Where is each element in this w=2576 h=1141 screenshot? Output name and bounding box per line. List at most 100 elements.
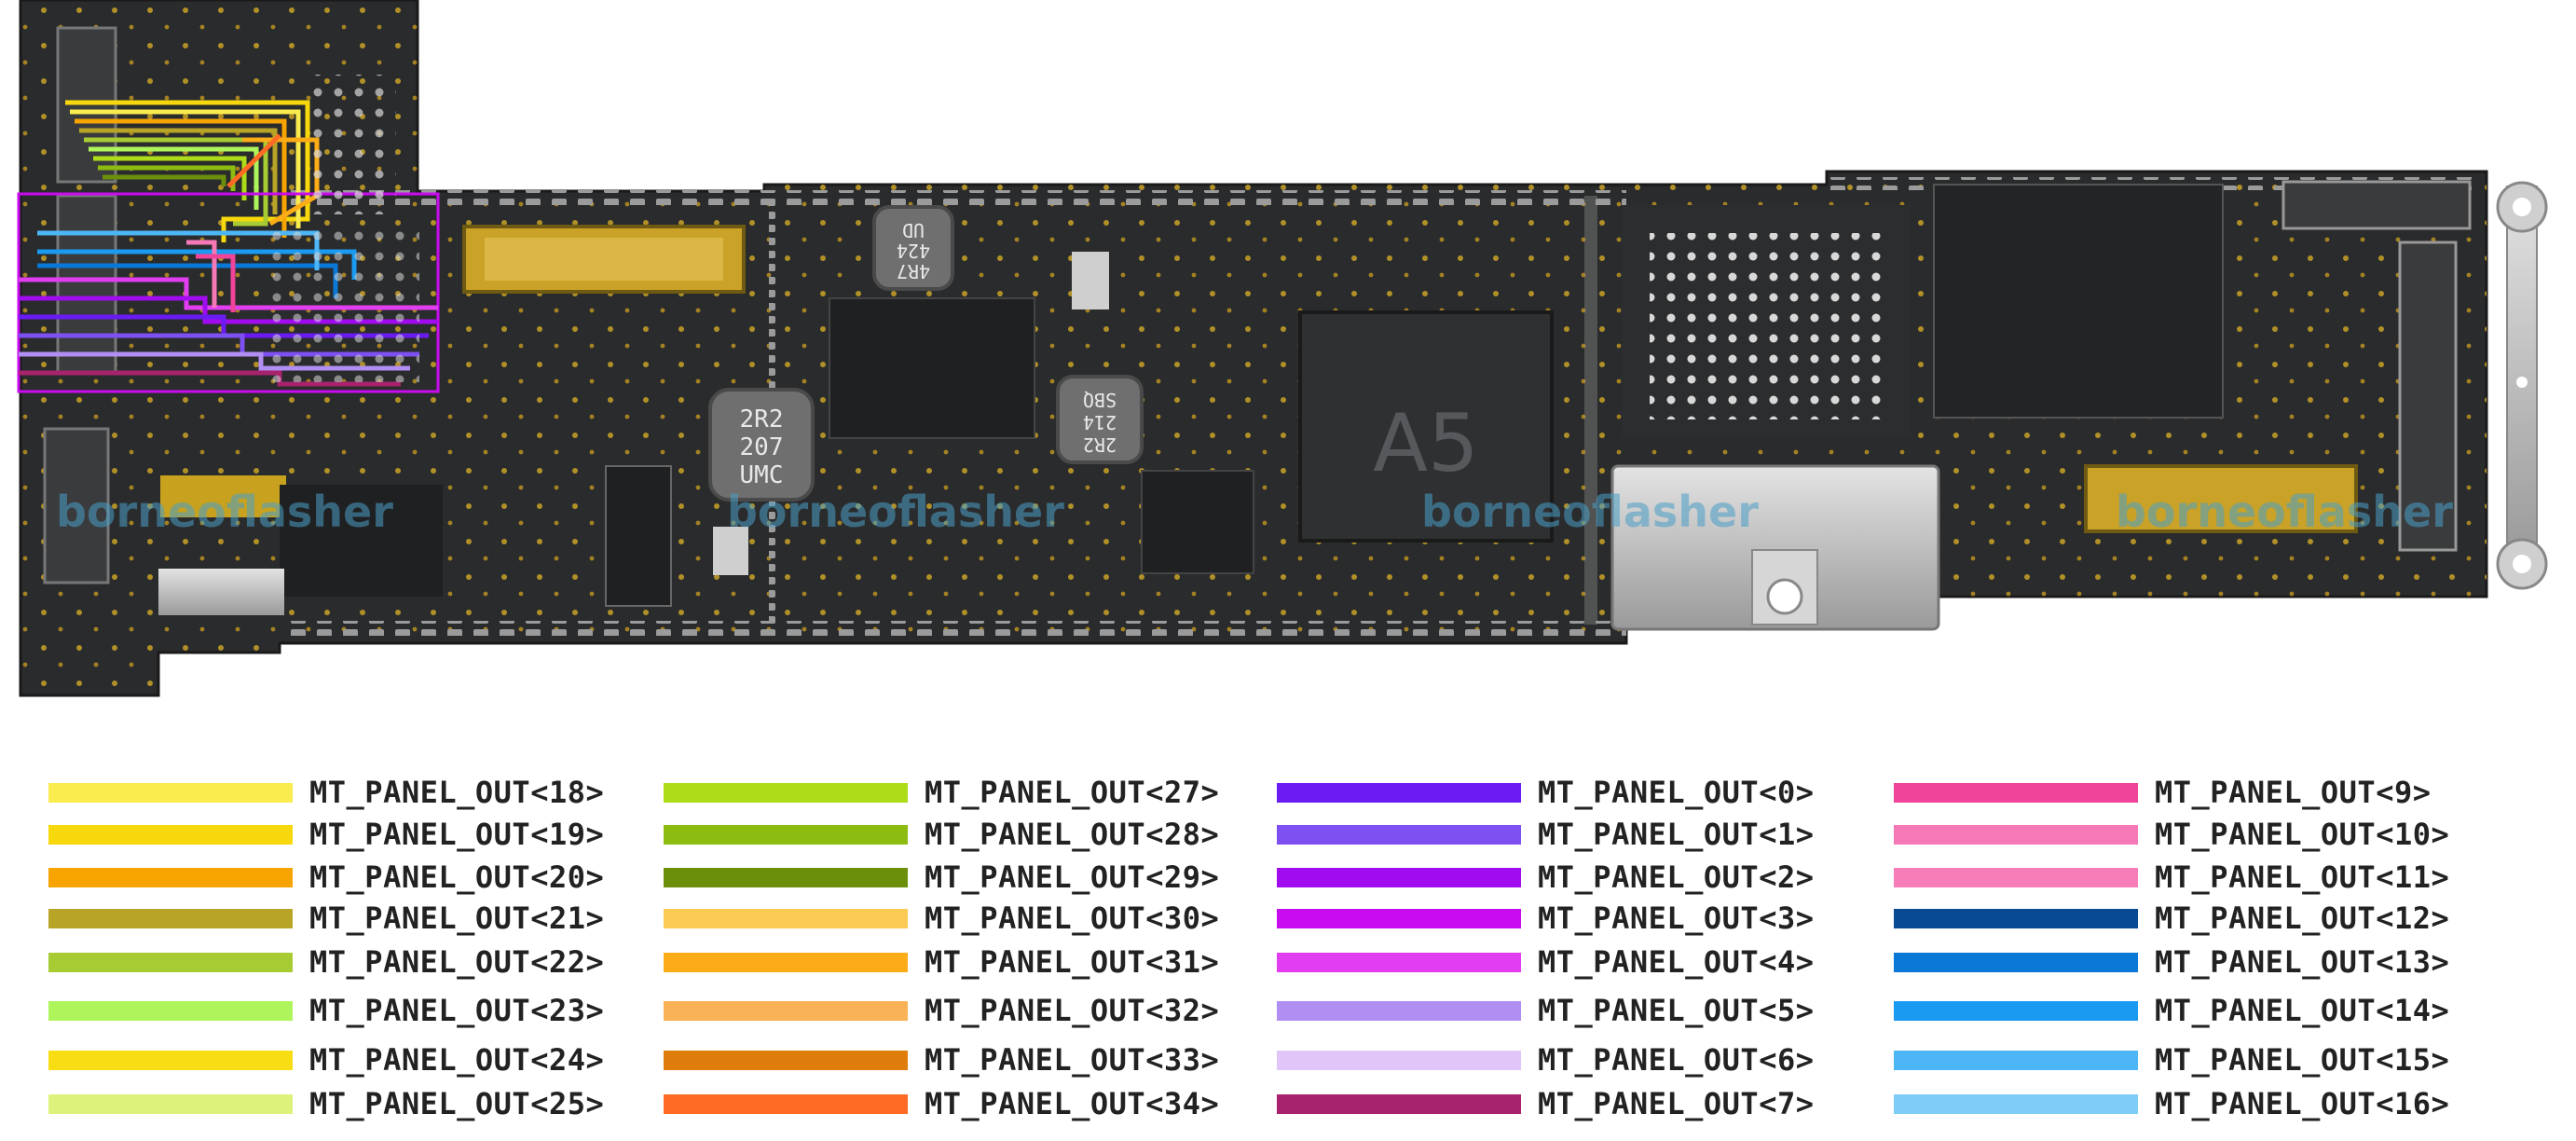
legend-label: MT_PANEL_OUT<24> [309,1042,605,1078]
legend-item: MT_PANEL_OUT<1> [1277,814,1814,855]
legend-swatch [48,908,293,928]
legend-item: MT_PANEL_OUT<11> [1894,857,2449,898]
legend-label: MT_PANEL_OUT<34> [925,1086,1220,1121]
soc-a5-chip: A5 [1298,310,1554,543]
legend-swatch [48,824,293,845]
legend-label: MT_PANEL_OUT<11> [2155,859,2450,895]
flex-connector-lower [56,194,117,375]
watermark: borneoflasher [727,487,1064,537]
legend-swatch [48,1093,293,1114]
legend-label: MT_PANEL_OUT<18> [309,775,605,810]
legend-swatch [1277,908,1521,928]
legend-swatch [1277,824,1521,845]
legend-item: MT_PANEL_OUT<24> [48,1039,604,1080]
inductor-mid: 2R2 214 SBQ [1056,375,1144,464]
legend-item: MT_PANEL_OUT<34> [664,1083,1219,1124]
legend-swatch [664,952,908,972]
legend-label: MT_PANEL_OUT<23> [309,993,605,1028]
legend-item: MT_PANEL_OUT<19> [48,814,604,855]
nand-chip [1933,184,2224,419]
legend-label: MT_PANEL_OUT<0> [1538,775,1815,810]
legend-item: MT_PANEL_OUT<14> [1894,990,2449,1031]
legend-label: MT_PANEL_OUT<29> [925,859,1220,895]
legend-swatch [1894,867,2138,887]
legend-item: MT_PANEL_OUT<31> [664,942,1219,983]
legend-item: MT_PANEL_OUT<15> [1894,1039,2449,1080]
legend-item: MT_PANEL_OUT<0> [1277,772,1814,813]
legend-item: MT_PANEL_OUT<23> [48,990,604,1031]
legend-item: MT_PANEL_OUT<33> [664,1039,1219,1080]
legend-label: MT_PANEL_OUT<16> [2155,1086,2450,1121]
legend-label: MT_PANEL_OUT<9> [2155,775,2432,810]
legend-label: MT_PANEL_OUT<3> [1538,900,1815,936]
legend-label: MT_PANEL_OUT<22> [309,944,605,980]
legend-label: MT_PANEL_OUT<6> [1538,1042,1815,1078]
legend-item: MT_PANEL_OUT<32> [664,990,1219,1031]
legend-item: MT_PANEL_OUT<5> [1277,990,1814,1031]
legend-item: MT_PANEL_OUT<16> [1894,1083,2449,1124]
legend-label: MT_PANEL_OUT<33> [925,1042,1220,1078]
legend-swatch [48,1000,293,1021]
svg-text:SBQ: SBQ [1083,389,1117,411]
legend-item: MT_PANEL_OUT<2> [1277,857,1814,898]
legend-item: MT_PANEL_OUT<28> [664,814,1219,855]
legend-swatch [1894,908,2138,928]
legend-label: MT_PANEL_OUT<14> [2155,993,2450,1028]
inductor-top: 4R7 424 UD [872,205,954,291]
legend-swatch [664,867,908,887]
legend-swatch [664,908,908,928]
svg-text:UMC: UMC [740,461,784,489]
legend-label: MT_PANEL_OUT<5> [1538,993,1815,1028]
mounting-bracket [2496,181,2548,590]
svg-text:2R2: 2R2 [1083,433,1117,456]
legend-label: MT_PANEL_OUT<20> [309,859,605,895]
legend-swatch [1894,824,2138,845]
legend-item: MT_PANEL_OUT<10> [1894,814,2449,855]
legend-item: MT_PANEL_OUT<22> [48,942,604,983]
legend-label: MT_PANEL_OUT<32> [925,993,1220,1028]
legend-swatch [1894,782,2138,803]
legend-label: MT_PANEL_OUT<19> [309,817,605,852]
legend-swatch [1894,1050,2138,1070]
legend-item: MT_PANEL_OUT<20> [48,857,604,898]
svg-text:424: 424 [897,240,930,262]
svg-text:4R7: 4R7 [897,260,930,282]
watermark: borneoflasher [1421,487,1759,537]
legend-swatch [48,782,293,803]
inductor-left: 2R2 207 UMC [708,388,815,502]
legend-label: MT_PANEL_OUT<28> [925,817,1220,852]
legend-item: MT_PANEL_OUT<27> [664,772,1219,813]
legend-swatch [664,1093,908,1114]
legend-label: MT_PANEL_OUT<10> [2155,817,2450,852]
legend-swatch [664,1000,908,1021]
legend-swatch [48,952,293,972]
legend-swatch [664,824,908,845]
legend-label: MT_PANEL_OUT<15> [2155,1042,2450,1078]
legend-swatch [1894,1093,2138,1114]
legend-item: MT_PANEL_OUT<6> [1277,1039,1814,1080]
legend-label: MT_PANEL_OUT<4> [1538,944,1815,980]
svg-text:UD: UD [902,219,925,241]
logic-board-photo: 2R2 207 UMC 4R7 424 UD 2R2 214 SBQ A5 [17,0,2548,697]
legend-swatch [48,1050,293,1070]
legend-swatch [1277,1093,1521,1114]
legend-label: MT_PANEL_OUT<21> [309,900,605,936]
svg-text:A5: A5 [1373,397,1479,490]
svg-text:2R2: 2R2 [740,406,784,433]
legend-label: MT_PANEL_OUT<2> [1538,859,1815,895]
legend-label: MT_PANEL_OUT<13> [2155,944,2450,980]
legend-label: MT_PANEL_OUT<7> [1538,1086,1815,1121]
legend-item: MT_PANEL_OUT<21> [48,898,604,939]
board-connector-top-right [2281,180,2472,230]
svg-text:214: 214 [1083,411,1117,433]
legend-item: MT_PANEL_OUT<13> [1894,942,2449,983]
legend-item: MT_PANEL_OUT<18> [48,772,604,813]
legend-swatch [1277,867,1521,887]
legend-swatch [48,867,293,887]
legend-swatch [1894,1000,2138,1021]
legend-item: MT_PANEL_OUT<7> [1277,1083,1814,1124]
legend-item: MT_PANEL_OUT<30> [664,898,1219,939]
legend-item: MT_PANEL_OUT<25> [48,1083,604,1124]
legend-swatch [1277,782,1521,803]
legend-item: MT_PANEL_OUT<12> [1894,898,2449,939]
